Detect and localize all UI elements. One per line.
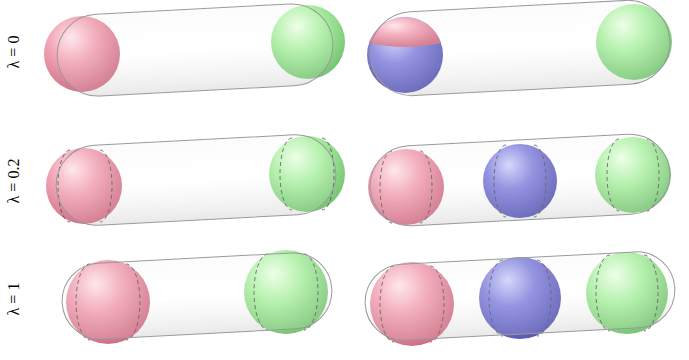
tube-fill [54,0,677,342]
row-label: λ = 0 [6,36,22,69]
row-label: λ = 1 [6,283,22,316]
tube-outline [54,0,677,342]
row-label: λ = 0.2 [6,159,22,204]
